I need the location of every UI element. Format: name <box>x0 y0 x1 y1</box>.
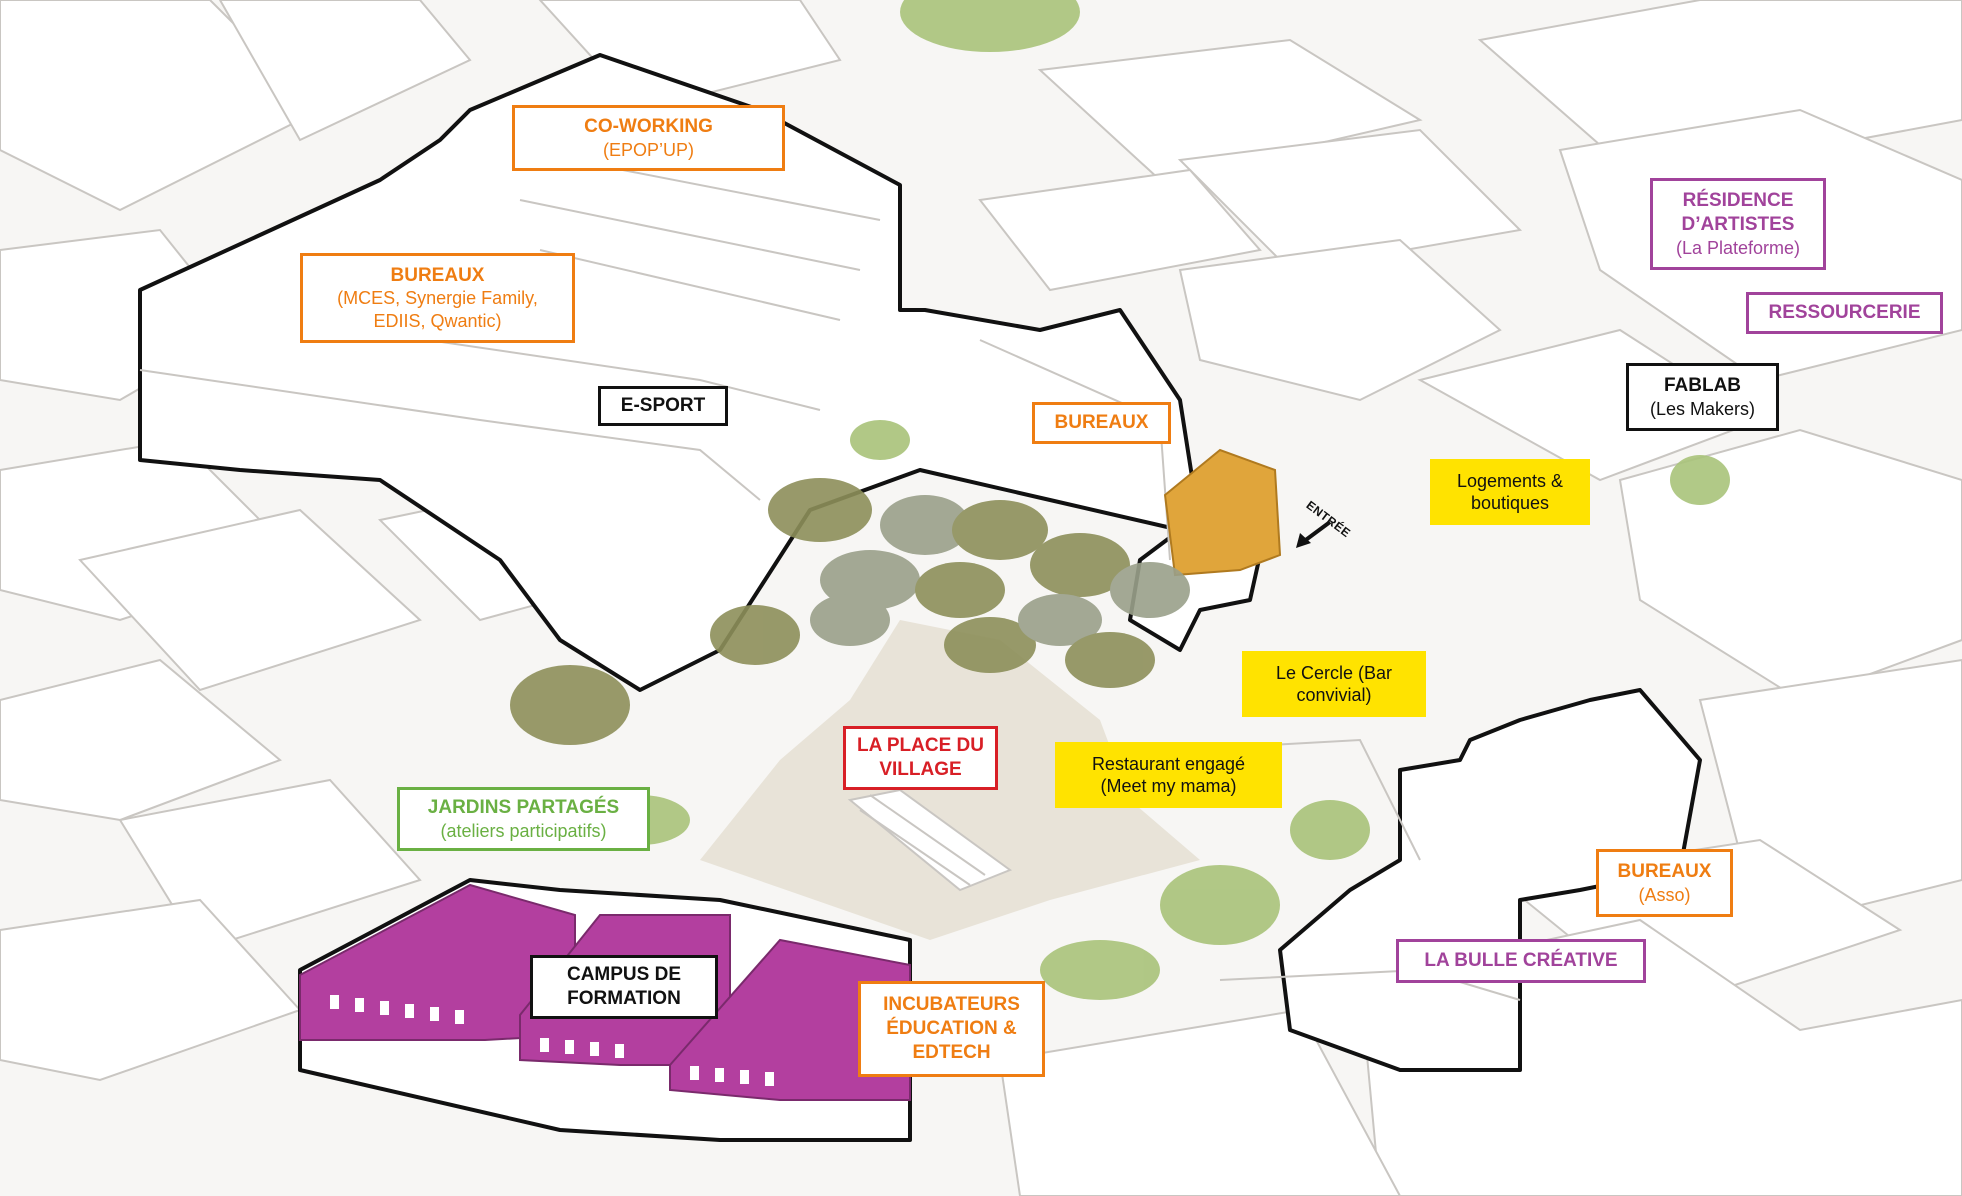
label-cercle: Le Cercle (Bar convivial) <box>1242 651 1426 717</box>
label-bureaux-center: BUREAUX <box>1032 402 1171 444</box>
label-place-du-village: LA PLACE DU VILLAGE <box>843 726 998 790</box>
label-bureaux-left: BUREAUX (MCES, Synergie Family, EDIIS, Q… <box>300 253 575 343</box>
label-jardins: JARDINS PARTAGÉS (ateliers participatifs… <box>397 787 650 851</box>
entrance-arrow <box>1296 520 1332 548</box>
label-ressourcerie: RESSOURCERIE <box>1746 292 1943 334</box>
label-campus: CAMPUS DE FORMATION <box>530 955 718 1019</box>
label-bureaux-asso: BUREAUX (Asso) <box>1596 849 1733 917</box>
east-building-outline <box>1278 688 1702 1072</box>
campus-windows <box>330 995 774 1086</box>
label-logements: Logements & boutiques <box>1430 459 1590 525</box>
label-restaurant: Restaurant engagé (Meet my mama) <box>1055 742 1282 808</box>
label-fablab: FABLAB (Les Makers) <box>1626 363 1779 431</box>
campus-roof-3 <box>669 938 911 1101</box>
label-residence: RÉSIDENCE D’ARTISTES (La Plateforme) <box>1650 178 1826 270</box>
label-incubateurs: INCUBATEURS ÉDUCATION & EDTECH <box>858 981 1045 1077</box>
label-bulle-creative: LA BULLE CRÉATIVE <box>1396 939 1646 983</box>
trees <box>510 0 1730 1000</box>
label-esport: E-SPORT <box>598 386 728 426</box>
label-coworking: CO-WORKING (EPOP’UP) <box>512 105 785 171</box>
